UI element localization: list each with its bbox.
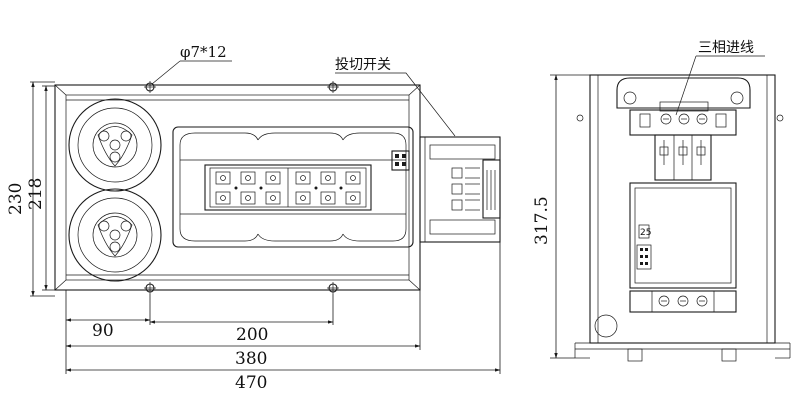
dim-label-317-5: 317.5 <box>532 196 552 245</box>
output-terminals <box>629 290 737 313</box>
hole-spec-label: φ7*12 <box>180 43 227 61</box>
capacitor-top <box>68 98 162 192</box>
dim-label-200: 200 <box>236 325 268 345</box>
breaker <box>629 109 737 181</box>
switch-leader <box>335 72 456 137</box>
side-hole <box>576 114 584 122</box>
dim-label-470: 470 <box>235 373 267 393</box>
cable-gland <box>594 314 618 338</box>
small-connector <box>391 150 410 171</box>
side-view: 25 <box>550 55 791 362</box>
dim-side-height <box>550 74 590 359</box>
capacitor-bottom <box>68 188 162 282</box>
switch-label: 投切开关 <box>335 57 391 73</box>
dim-label-230: 230 <box>6 183 26 215</box>
switch-module <box>419 136 501 243</box>
mount-hole <box>144 81 156 93</box>
dim-label-380: 380 <box>235 349 267 369</box>
side-enclosure <box>589 74 776 344</box>
controller-module: 25 <box>629 182 737 289</box>
panel-mark: 25 <box>640 228 651 238</box>
enclosure-outline <box>54 84 421 291</box>
mount-hole <box>144 282 156 294</box>
top-handle <box>616 77 751 112</box>
front-view <box>30 60 501 374</box>
dim-label-90: 90 <box>92 321 114 341</box>
enclosure-inner-frame <box>65 94 410 281</box>
inlet-label: 三相进线 <box>698 40 754 56</box>
dim-label-218: 218 <box>26 178 46 210</box>
terminal-row <box>215 171 361 185</box>
mount-hole <box>327 81 339 93</box>
mount-hole <box>327 282 339 294</box>
dim-widths <box>65 242 501 374</box>
terminal-row <box>215 191 361 205</box>
dim-height <box>30 81 55 297</box>
side-hole <box>776 114 784 122</box>
control-panel <box>172 126 414 248</box>
